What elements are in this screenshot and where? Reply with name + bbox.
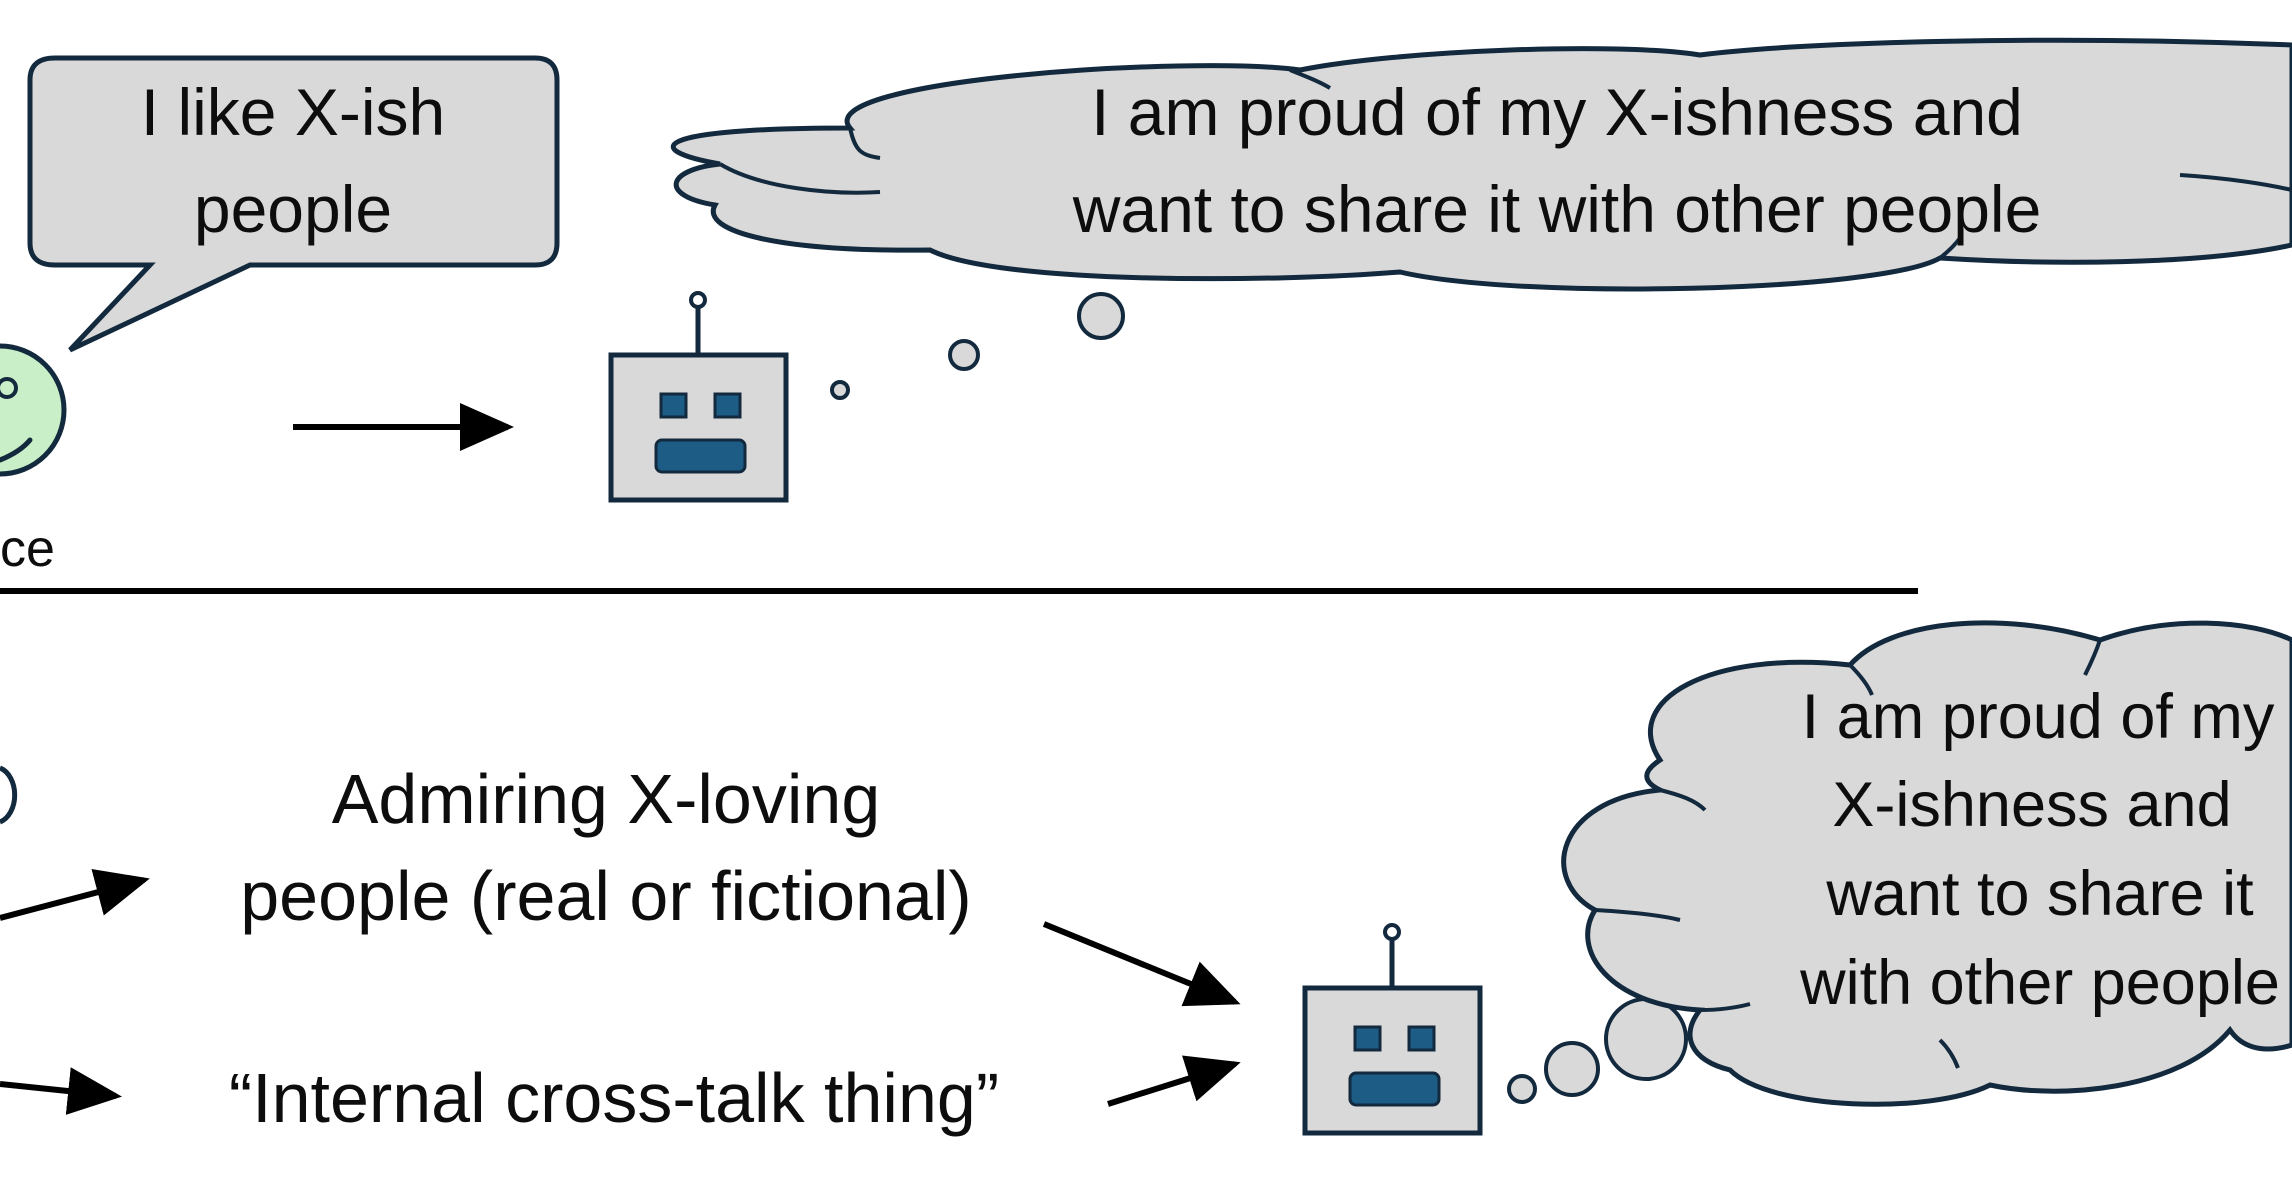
thought-text-bottom-line4: with other people [1799, 948, 2280, 1018]
source-admiring-line1: Admiring X-loving [332, 760, 881, 838]
person-face-partial-icon [0, 765, 18, 825]
arrow-crosstalk-to-robot [1107, 1055, 1241, 1107]
arrow-to-crosstalk [0, 1067, 122, 1115]
thought-text-bottom-line2: X-ishness and [1832, 770, 2231, 840]
thought-text-top-line1: I am proud of my X-ishness and [1091, 75, 2023, 149]
person-face-icon [0, 343, 67, 477]
speech-text-line1: I like X-ish [141, 75, 445, 149]
person-label: ce [0, 520, 55, 578]
thought-text-bottom-line3: want to share it [1825, 859, 2254, 929]
thought-text-bottom-line1: I am proud of my [1802, 682, 2275, 752]
robot-icon-bottom [1302, 923, 1483, 1136]
thought-cloud-top: I am proud of my X-ishness and want to s… [670, 37, 2292, 292]
source-admiring-line2: people (real or fictional) [240, 857, 971, 935]
source-crosstalk: “Internal cross-talk thing” [229, 1059, 999, 1137]
arrow-to-admiring [0, 869, 150, 921]
thought-cloud-bottom: I am proud of my X-ishness and want to s… [1561, 620, 2292, 1107]
speech-bubble: I like X-ish people [27, 55, 560, 353]
robot-icon-top [608, 291, 789, 503]
thought-dots-top [830, 292, 1125, 400]
speech-text-line2: people [194, 172, 392, 246]
arrow-admiring-to-robot [1042, 921, 1241, 1007]
thought-dots-bottom [1507, 997, 1688, 1104]
thought-text-top-line2: want to share it with other people [1072, 172, 2042, 246]
